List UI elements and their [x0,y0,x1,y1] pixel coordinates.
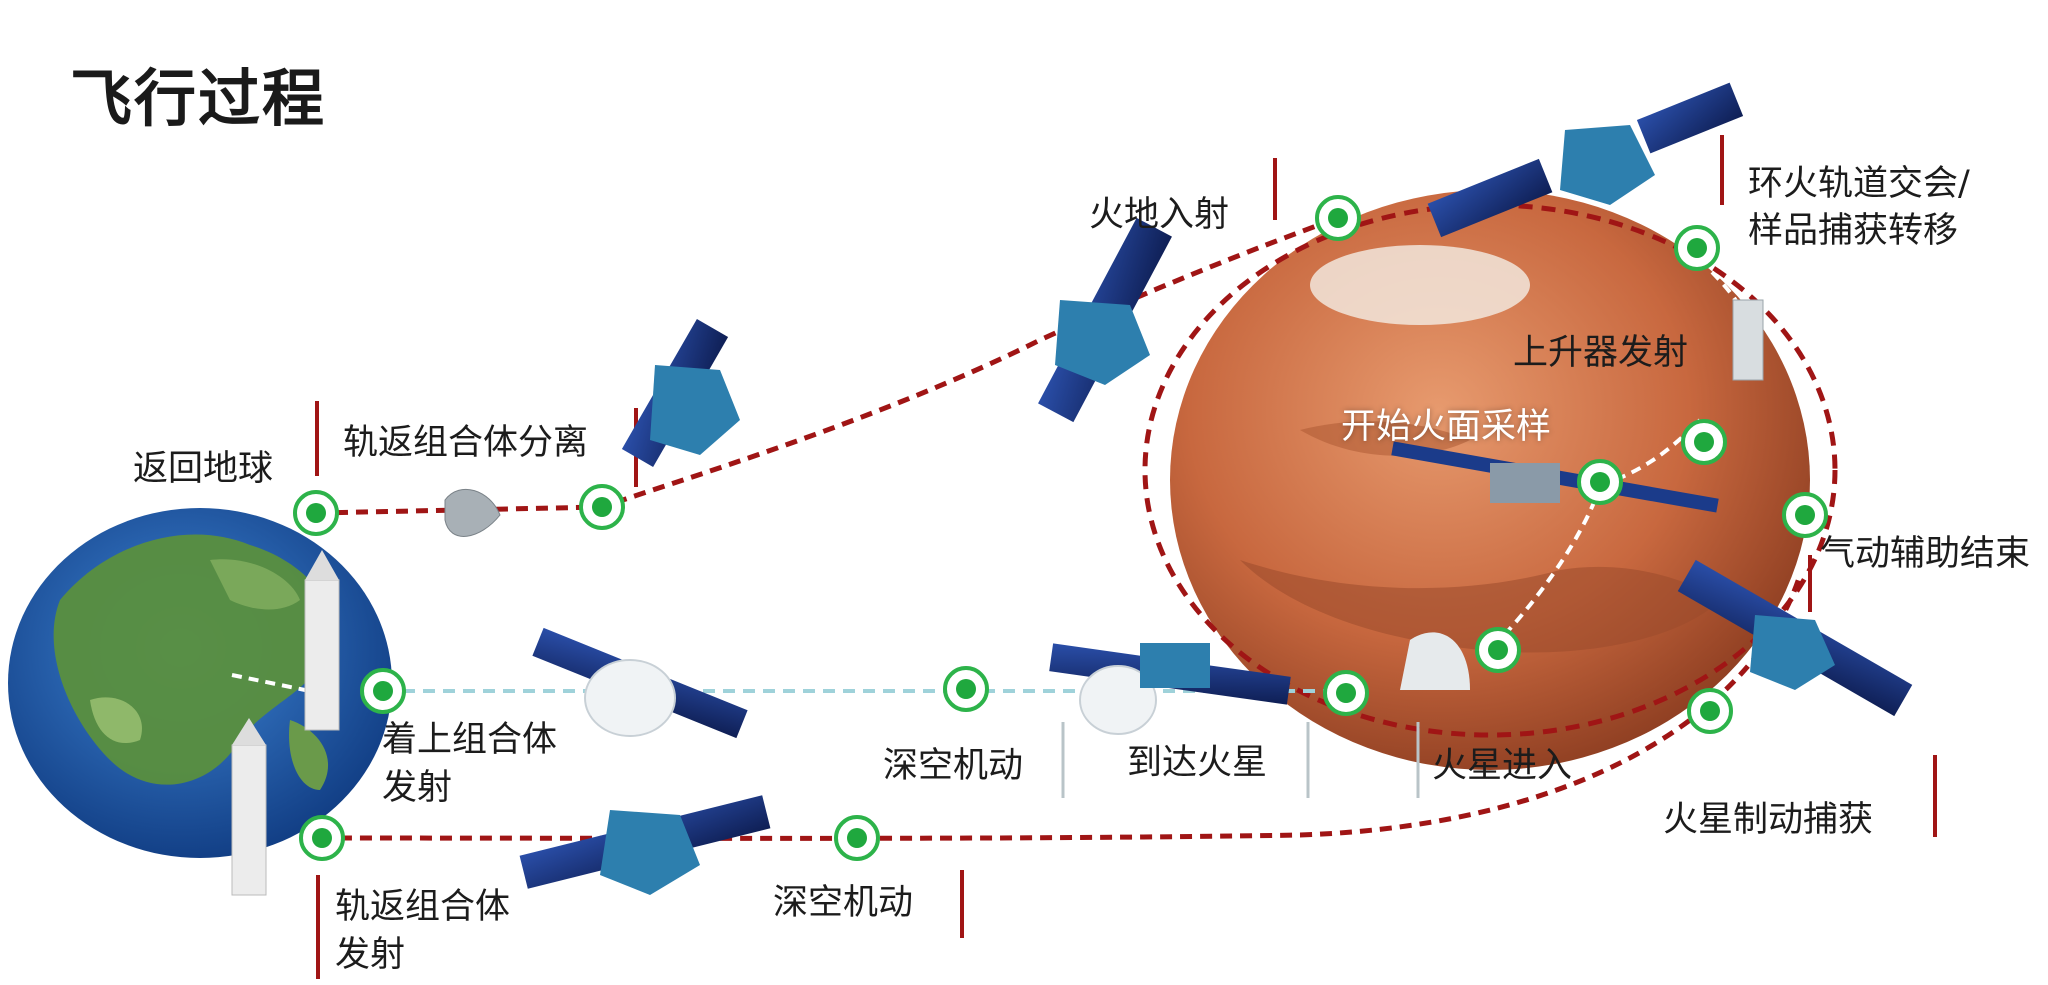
node-deep-space-1 [943,666,989,712]
spacecraft-rendezvous [1427,82,1744,238]
spacecraft-arrive-mars [1049,643,1291,735]
node-deep-space-2 [834,815,880,861]
node-sampling [1577,459,1623,505]
rocket-2 [231,718,267,896]
spacecraft-deep-space-1 [532,627,748,739]
label-return-earth: 返回地球 [133,449,274,489]
node-injection [1315,195,1361,241]
return-capsule [444,488,501,537]
node-lander-launch [360,668,406,714]
spacecraft-mars-orbit [1391,441,1719,513]
label-lander-launch-line2: 发射 [382,768,453,808]
node-mars-entry [1323,670,1369,716]
tick-marks [315,135,1937,979]
spacecraft-near-earth [621,319,740,467]
lander [1400,632,1470,690]
spacecraft-deep-space-2 [519,795,771,895]
node-orbiter-launch [299,815,345,861]
node-separation [579,484,625,530]
event-nodes [293,195,1828,861]
label-orbiter-launch-line1: 轨返组合体 [335,887,511,927]
node-capture [1687,688,1733,734]
ascender [1732,299,1764,381]
label-mars-entry: 火星进入 [1432,746,1573,786]
label-mars-capture: 火星制动捕获 [1663,800,1874,840]
page-title: 飞行过程 [70,62,327,135]
node-return-earth [293,490,339,536]
earth-globe [8,508,392,858]
node-lander-surface [1475,627,1521,673]
label-arrive-mars: 到达火星 [1127,743,1268,783]
label-mars-earth-injection: 火地入射 [1089,195,1230,235]
spacecraft-capture [1677,559,1913,717]
node-rendezvous [1674,225,1720,271]
label-lander-launch-line1: 着上组合体 [382,720,558,760]
spacecraft-injection [1038,217,1172,423]
label-orbiter-return-separation: 轨返组合体分离 [343,423,589,463]
label-ascender-launch: 上升器发射 [1513,333,1689,373]
label-deep-space-maneuver-1: 深空机动 [883,746,1024,786]
label-aerobraking-end: 气动辅助结束 [1820,534,2031,574]
label-rendezvous-line2: 样品捕获转移 [1748,211,1959,251]
node-ascender-launch [1681,419,1727,465]
label-deep-space-maneuver-2: 深空机动 [773,883,914,923]
node-aerobraking-end [1782,492,1828,538]
divider-lines [1061,722,1420,798]
label-rendezvous-line1: 环火轨道交会/ [1748,164,1970,204]
label-start-sampling: 开始火面采样 [1341,407,1552,447]
label-orbiter-launch-line2: 发射 [335,935,406,975]
rocket-1 [304,550,340,731]
